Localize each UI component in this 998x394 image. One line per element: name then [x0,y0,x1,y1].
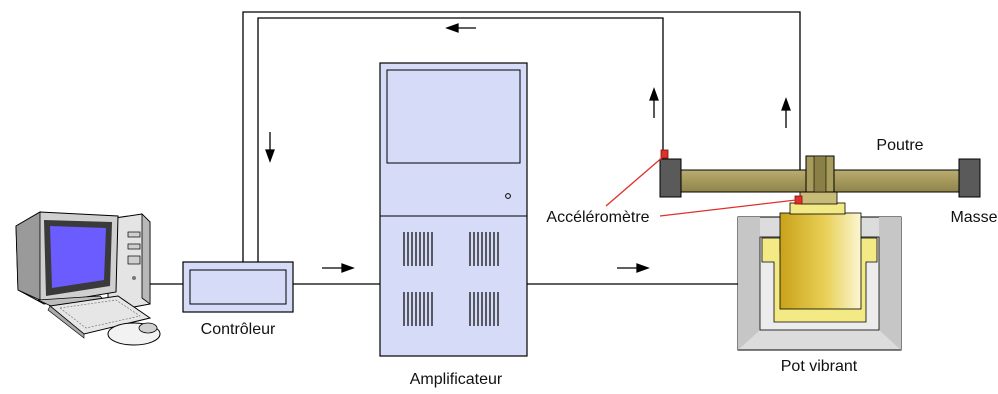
amplifier-label: Amplificateur [410,371,503,388]
controller-label: Contrôleur [201,321,276,338]
accelerometer-callouts [605,155,797,217]
controller-device [182,261,294,313]
feedback-wire-inner [257,17,664,263]
shaker-device [737,191,902,351]
signal-arrows [265,23,791,273]
amplifier-cabinet [379,62,528,357]
arrow-up-shaker [781,97,791,128]
arrow-left [445,23,476,33]
mass-label: Masse [950,209,997,226]
amplifier-vents [403,232,499,326]
arrow-right-amplifier [617,263,650,273]
arrow-right-controller [322,263,355,273]
shaker-label: Pot vibrant [781,358,858,375]
computer-icon [15,211,161,346]
beam-assembly [659,149,981,205]
shaker-accelerometer [794,195,803,205]
accelerometer-label: Accéléromètre [546,209,649,226]
signal-wires [148,11,801,285]
beam-label: Poutre [876,137,923,154]
monitor-screen [50,226,106,288]
feedback-wire-outer [242,11,801,263]
arrow-up-accelerometer [649,87,659,118]
arrow-down [265,132,275,163]
beam-accelerometer [660,149,669,159]
